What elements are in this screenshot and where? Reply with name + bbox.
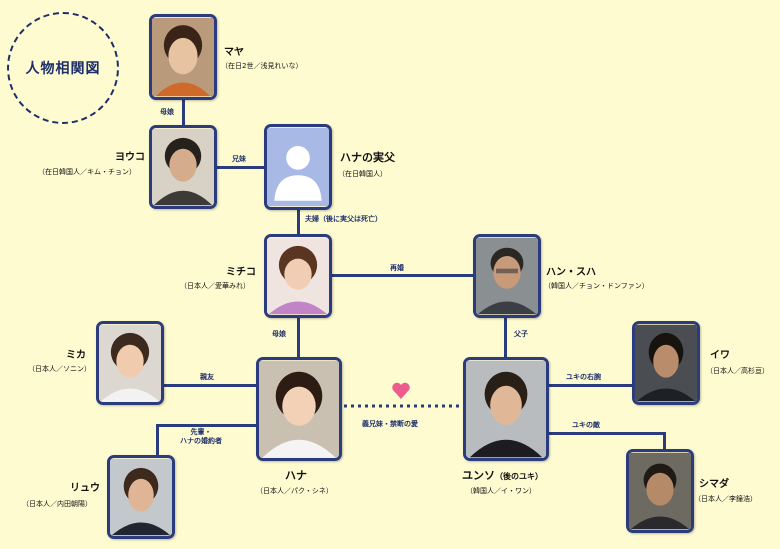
rel-ryu-hana-line2: ハナの婚約者	[180, 437, 222, 445]
portrait-youko	[149, 125, 217, 209]
name-michiko: ミチコ	[226, 267, 256, 278]
rel-ryu-hana: 先輩・ ハナの婚約者	[180, 428, 222, 446]
line-father-michiko	[297, 208, 300, 236]
sub-maya: （在日2世／浅見れいな）	[221, 62, 303, 70]
sub-mika: （日本人／ソニン）	[28, 365, 91, 373]
portrait-iwa	[632, 321, 700, 405]
portrait-shimada	[626, 449, 694, 533]
rel-youko-father: 兄妹	[232, 155, 246, 163]
line-ryu-hana-h	[156, 424, 259, 427]
line-mika-hana	[163, 384, 259, 387]
name-father: ハナの実父	[340, 151, 395, 164]
sub-ryu: （日本人／内田朝陽）	[22, 500, 92, 508]
sub-michiko: （日本人／愛華みれ）	[180, 282, 250, 290]
name-yunso-main: ユンソ	[462, 469, 495, 482]
rel-michiko-hansuha: 再婚	[390, 264, 404, 272]
rel-michiko-hana: 母娘	[272, 330, 286, 338]
sub-hana: （日本人／パク・シネ）	[256, 487, 333, 495]
line-maya-youko	[182, 98, 185, 126]
sub-hansuha: （韓国人／チョン・ドンファン）	[544, 282, 649, 290]
heart-icon	[392, 382, 410, 399]
rel-hansuha-yunso: 父子	[514, 330, 528, 338]
portrait-maya	[149, 14, 217, 100]
diagram-title: 人物相関図	[25, 61, 101, 77]
rel-ryu-hana-line1: 先輩・	[190, 428, 212, 436]
portrait-michiko	[264, 234, 332, 318]
rel-shimada-yunso: ユキの敵	[572, 421, 600, 429]
line-shimada-yunso-h	[548, 432, 666, 435]
line-youko-father	[216, 166, 266, 169]
line-shimada-yunso-v	[663, 432, 666, 450]
name-ryu: リュウ	[70, 483, 100, 494]
line-michiko-hansuha	[332, 274, 474, 277]
line-hana-yunso-dotted	[344, 404, 464, 408]
name-youko: ヨウコ	[115, 152, 145, 163]
name-shimada: シマダ	[699, 479, 729, 490]
portrait-yunso	[463, 357, 549, 461]
rel-hana-yunso: 義兄妹・禁断の愛	[362, 420, 418, 428]
title-circle: 人物相関図	[7, 12, 119, 124]
line-ryu-hana-v	[156, 424, 159, 458]
rel-father-michiko: 夫婦（後に実父は死亡）	[305, 215, 382, 223]
name-hana: ハナ	[285, 469, 307, 482]
name-yunso: ユンソ（後のユキ）	[462, 470, 543, 483]
sub-youko: （在日韓国人／キム・チョン）	[38, 168, 136, 176]
name-maya: マヤ	[224, 47, 244, 58]
name-hansuha: ハン・スハ	[546, 267, 596, 278]
portrait-mika	[96, 321, 164, 405]
line-iwa-yunso	[548, 384, 632, 387]
rel-iwa-yunso: ユキの右腕	[566, 373, 601, 381]
sub-shimada: （日本人／李鐘浩）	[694, 495, 757, 503]
portrait-hana	[256, 357, 342, 461]
name-yunso-suffix: （後のユキ）	[495, 472, 543, 481]
line-hansuha-yunso	[504, 317, 507, 359]
rel-mika-hana: 親友	[200, 373, 214, 381]
name-iwa: イワ	[710, 350, 730, 361]
portrait-father-silhouette	[264, 124, 332, 210]
portrait-hansuha	[473, 234, 541, 318]
rel-maya-youko: 母娘	[160, 108, 174, 116]
portrait-ryu	[107, 455, 175, 539]
line-michiko-hana	[297, 317, 300, 359]
sub-father: （在日韓国人）	[338, 170, 387, 178]
sub-iwa: （日本人／高杉亘）	[706, 367, 769, 375]
name-mika: ミカ	[66, 350, 86, 361]
sub-yunso: （韓国人／イ・ワン）	[466, 487, 536, 495]
